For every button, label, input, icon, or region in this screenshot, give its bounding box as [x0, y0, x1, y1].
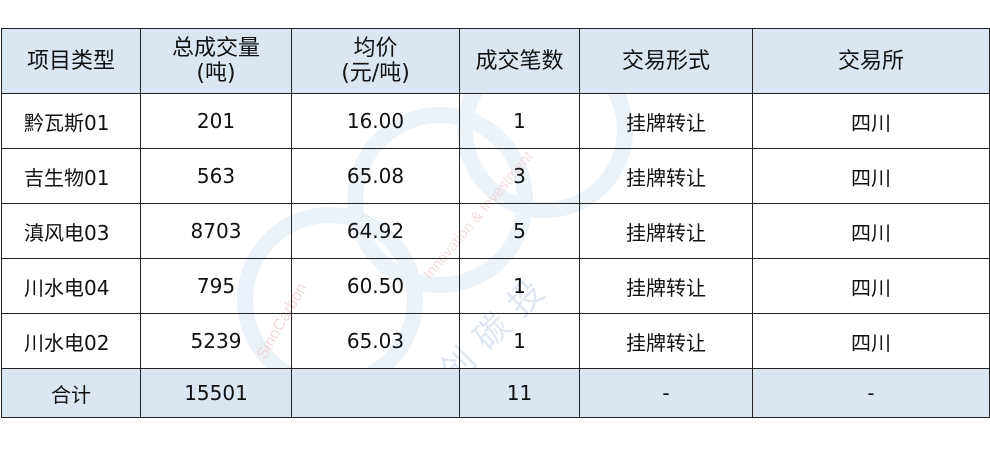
cell-total-exchange: -: [752, 368, 990, 418]
cell-trade-form: 挂牌转让: [579, 258, 753, 314]
cell-exchange: 四川: [752, 93, 990, 149]
header-exchange: 交易所: [752, 28, 990, 94]
cell-total-volume: 201: [140, 93, 292, 149]
cell-trade-count: 3: [459, 148, 580, 204]
cell-trade-form: 挂牌转让: [579, 203, 753, 259]
header-total-volume: 总成交量 (吨): [140, 28, 292, 94]
trade-table-container: 项目类型 总成交量 (吨) 均价 (元/吨) 成交笔数 交易形式 交易所: [0, 28, 990, 418]
cell-trade-count: 5: [459, 203, 580, 259]
cell-trade-form: 挂牌转让: [579, 148, 753, 204]
header-unit: (元/吨): [341, 61, 410, 86]
cell-trade-form: 挂牌转让: [579, 313, 753, 369]
cell-trade-count: 1: [459, 93, 580, 149]
cell-trade-count: 1: [459, 313, 580, 369]
cell-total-volume: 8703: [140, 203, 292, 259]
header-trade-count: 成交笔数: [459, 28, 580, 94]
cell-average-price: 64.92: [291, 203, 460, 259]
table-row: 滇风电03 8703 64.92 5 挂牌转让 四川: [1, 203, 990, 259]
cell-project-type: 川水电04: [1, 258, 141, 314]
cell-average-price: 60.50: [291, 258, 460, 314]
cell-total-volume: 5239: [140, 313, 292, 369]
header-project-type: 项目类型: [1, 28, 141, 94]
table-row: 黔瓦斯01 201 16.00 1 挂牌转让 四川: [1, 93, 990, 149]
table-row: 川水电04 795 60.50 1 挂牌转让 四川: [1, 258, 990, 314]
header-line: 均价: [353, 36, 398, 61]
cell-exchange: 四川: [752, 313, 990, 369]
table-total-row: 合计 15501 11 - -: [1, 368, 990, 418]
cell-project-type: 黔瓦斯01: [1, 93, 141, 149]
cell-project-type: 滇风电03: [1, 203, 141, 259]
cell-average-price: 65.08: [291, 148, 460, 204]
cell-average-price: 65.03: [291, 313, 460, 369]
table-header-row: 项目类型 总成交量 (吨) 均价 (元/吨) 成交笔数 交易形式 交易所: [1, 28, 990, 94]
cell-project-type: 吉生物01: [1, 148, 141, 204]
header-average-price: 均价 (元/吨): [291, 28, 460, 94]
cell-exchange: 四川: [752, 203, 990, 259]
table-row: 川水电02 5239 65.03 1 挂牌转让 四川: [1, 313, 990, 369]
cell-project-type: 川水电02: [1, 313, 141, 369]
cell-average-price: 16.00: [291, 93, 460, 149]
table-row: 吉生物01 563 65.08 3 挂牌转让 四川: [1, 148, 990, 204]
trade-summary-table: 项目类型 总成交量 (吨) 均价 (元/吨) 成交笔数 交易形式 交易所: [1, 28, 990, 418]
cell-total-volume: 795: [140, 258, 292, 314]
cell-trade-form: 挂牌转让: [579, 93, 753, 149]
cell-exchange: 四川: [752, 258, 990, 314]
header-line: 总成交量: [171, 36, 260, 61]
cell-total-volume-sum: 15501: [140, 368, 292, 418]
cell-total-average-price: [291, 368, 460, 418]
cell-total-trade-form: -: [579, 368, 753, 418]
cell-exchange: 四川: [752, 148, 990, 204]
header-line: 交易形式: [621, 48, 710, 74]
cell-trade-count: 1: [459, 258, 580, 314]
header-line: 成交笔数: [475, 48, 564, 74]
header-line: 项目类型: [26, 48, 115, 74]
cell-total-trade-count: 11: [459, 368, 580, 418]
header-line: 交易所: [837, 48, 904, 74]
header-trade-form: 交易形式: [579, 28, 753, 94]
cell-total-volume: 563: [140, 148, 292, 204]
cell-total-label: 合计: [1, 368, 141, 418]
header-unit: (吨): [196, 61, 236, 86]
